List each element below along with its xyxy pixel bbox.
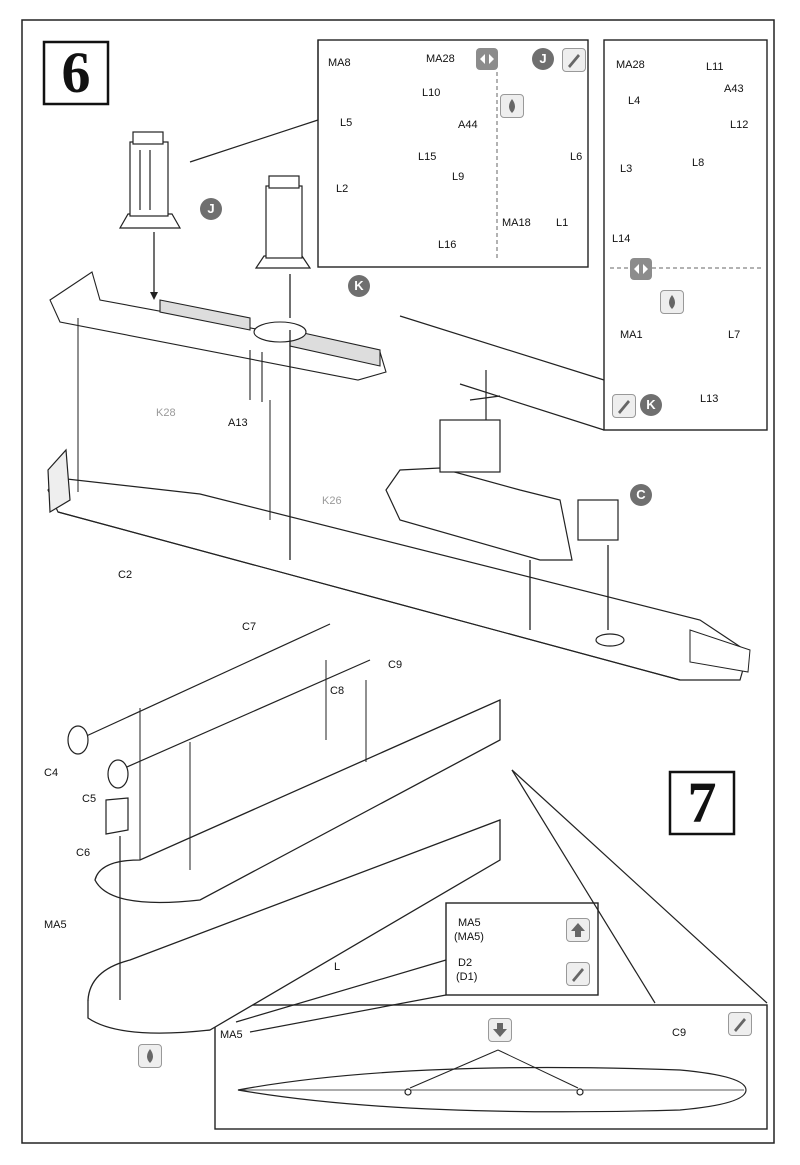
part-label-l16: L16: [438, 239, 457, 251]
part-label-c4: C4: [44, 767, 59, 779]
part-label-a43: A43: [724, 83, 744, 95]
tower-k: [254, 175, 312, 269]
part-label-l5: L5: [340, 117, 353, 129]
part-label-d1-alt: (D1): [456, 971, 478, 983]
part-label-l14: L14: [612, 233, 631, 245]
part-label-l4: L4: [628, 95, 641, 107]
paint-brush-icon: [562, 48, 586, 72]
inset-k-badge: K: [640, 394, 662, 416]
part-label-l3: L3: [620, 163, 633, 175]
up-arrow-icon: [566, 918, 590, 942]
step-number-7: 7: [687, 770, 717, 835]
callout-j-badge: J: [200, 198, 222, 220]
paint-brush-icon: [728, 1012, 752, 1036]
tower-j: [118, 131, 182, 229]
step-number-6: 6: [61, 40, 91, 105]
part-label-c9: C9: [672, 1027, 687, 1039]
part-label-ma28: MA28: [426, 53, 455, 65]
part-label-ma8: MA8: [328, 57, 351, 69]
callout-lines: [189, 40, 768, 1033]
part-label-a44: A44: [458, 119, 478, 131]
bow-detail: [689, 629, 751, 673]
part-label-c2: C2: [118, 569, 133, 581]
glue-drop-icon: [138, 1044, 162, 1068]
option-arrows-icon: [630, 258, 652, 280]
part-label-l2: L2: [336, 183, 349, 195]
part-label-a13: A13: [228, 417, 248, 429]
part-label-l6: L6: [570, 151, 583, 163]
inset-j-badge: J: [532, 48, 554, 70]
deck-top-view: [237, 1066, 747, 1113]
part-label-l13: L13: [700, 393, 719, 405]
part-label-k26: K26: [322, 495, 342, 507]
part-label-ma5-alt: (MA5): [454, 931, 484, 943]
part-label-l15: L15: [418, 151, 437, 163]
part-label-ma1: MA1: [620, 329, 643, 341]
part-label-ma5: MA5: [458, 917, 481, 929]
part-label-ma18: MA18: [502, 217, 531, 229]
part-label-l7: L7: [728, 329, 741, 341]
part-label-l12: L12: [730, 119, 749, 131]
step-6-box: [42, 40, 110, 106]
part-label-ma28: MA28: [616, 59, 645, 71]
hull: [87, 698, 501, 1034]
callout-k-badge: K: [348, 275, 370, 297]
glue-drop-icon: [500, 94, 524, 118]
part-label-l11: L11: [706, 61, 724, 73]
part-label-c8: C8: [330, 685, 345, 697]
part-label-l8: L8: [692, 157, 705, 169]
part-label-ma5: MA5: [220, 1029, 243, 1041]
part-label-c9: C9: [388, 659, 403, 671]
page-frame: [21, 19, 775, 1144]
callout-c-badge: C: [630, 484, 652, 506]
paint-brush-icon: [612, 394, 636, 418]
step-7-box: [668, 770, 736, 836]
part-label-l9: L9: [452, 171, 465, 183]
part-label-c5: C5: [82, 793, 97, 805]
part-label-l10: L10: [422, 87, 441, 99]
upper-deck: [49, 271, 387, 402]
paint-brush-icon: [566, 962, 590, 986]
inset-box-j: [317, 39, 589, 268]
part-label-c6: C6: [76, 847, 91, 859]
inset-box-k: [603, 39, 768, 431]
part-label-k28: K28: [156, 407, 176, 419]
part-label-c7: C7: [242, 621, 257, 633]
propeller-shafts: [67, 623, 371, 835]
part-label-d2: D2: [458, 957, 473, 969]
part-label-l1: L1: [556, 217, 569, 229]
part-label-ma5: MA5: [44, 919, 67, 931]
part-label-l: L: [334, 961, 341, 973]
superstructure-k26: [385, 370, 625, 647]
option-arrows-icon: [476, 48, 498, 70]
down-arrow-icon: [488, 1018, 512, 1042]
glue-drop-icon: [660, 290, 684, 314]
